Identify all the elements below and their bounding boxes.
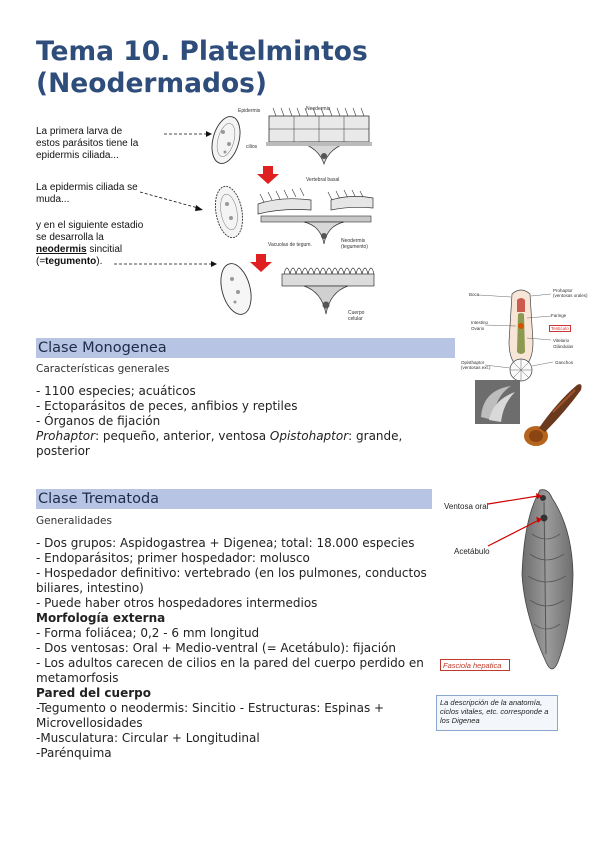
label-glandulas: Glándulas bbox=[553, 344, 574, 349]
list-item: - Órganos de fijación bbox=[36, 414, 161, 428]
monogenea-subheading: Características generales bbox=[36, 363, 170, 375]
list-item: - Hospedador definitivo: vertebrado (en … bbox=[36, 566, 427, 595]
morfologia-heading: Morfología externa bbox=[36, 611, 166, 625]
page-title: Tema 10. Platelmintos (Neodermados) bbox=[36, 36, 368, 99]
trematoda-subheading: Generalidades bbox=[36, 515, 112, 527]
label-cilios: cilios bbox=[246, 144, 258, 150]
epidermis-block-1 bbox=[266, 107, 372, 166]
larva-1 bbox=[211, 116, 241, 164]
larva-neodermis-figure: La primera larva de estos parásitos tien… bbox=[36, 104, 386, 329]
label-ventosa-oral: Ventosa oral bbox=[444, 502, 489, 511]
red-arrow-1 bbox=[257, 166, 279, 184]
larva-note-1: La primera larva de estos parásitos tien… bbox=[36, 126, 139, 161]
monogenea-body: - 1100 especies; acuáticos - Ectoparásit… bbox=[36, 384, 436, 459]
list-item: - Dos ventosas: Oral + Medio-ventral (= … bbox=[36, 641, 397, 655]
haptor-description: Prohaptor: pequeño, anterior, ventosa Op… bbox=[36, 429, 403, 458]
label-epidermis: Epidermis bbox=[238, 108, 261, 114]
epidermis-block-2 bbox=[257, 187, 374, 245]
label-testiculo: Testículo bbox=[549, 325, 571, 332]
neodermis-block bbox=[281, 267, 375, 315]
label-opisthaptor-sub: (ventosas ext.) bbox=[461, 365, 491, 370]
neodermis-term: neodermis bbox=[36, 244, 87, 255]
label-ganchos: Ganchos bbox=[555, 360, 574, 365]
larva-note-3: y en el siguiente estadio se desarrolla … bbox=[36, 220, 144, 267]
list-item: - Ectoparásitos de peces, anfibios y rep… bbox=[36, 399, 298, 413]
larva-3 bbox=[220, 263, 252, 315]
list-item: -Musculatura: Circular + Longitudinal bbox=[36, 731, 260, 745]
label-neodermis: Neodermis bbox=[306, 106, 331, 112]
label-vertebral: Vertebral basal bbox=[306, 177, 340, 183]
monogenea-graphic bbox=[475, 289, 582, 446]
list-item: - Los adultos carecen de cilios en la pa… bbox=[36, 656, 424, 685]
larva-2 bbox=[214, 185, 244, 239]
digenea-note: La descripción de la anatomía, ciclos vi… bbox=[436, 695, 558, 731]
label-opisthaptor: Opisthaptor bbox=[461, 360, 485, 365]
list-item: - Forma foliácea; 0,2 - 6 mm longitud bbox=[36, 626, 260, 640]
label-vacuolas: Vacuolas de tegum. bbox=[268, 242, 312, 248]
larva-note-2: La epidermis ciliada se muda... bbox=[36, 182, 138, 205]
trematoda-body: - Dos grupos: Aspidogastrea + Digenea; t… bbox=[36, 536, 432, 761]
label-prohaptor: Prohaptor bbox=[553, 288, 573, 293]
list-item: -Parénquima bbox=[36, 746, 112, 760]
label-faringe: Faringe bbox=[551, 313, 567, 318]
label-vitelario: Vitelario bbox=[553, 338, 570, 343]
fasciola-figure: Ventosa oral Acetábulo Fasciola hepatica bbox=[440, 484, 599, 684]
species-label: Fasciola hepatica bbox=[440, 659, 510, 671]
section-header-monogenea: Clase Monogenea bbox=[36, 338, 455, 358]
fasciola-graphic bbox=[487, 489, 574, 670]
list-item: - Endoparásitos; primer hospedador: molu… bbox=[36, 551, 310, 565]
monogenea-figure: Boca Prohaptor (ventosas orales) Faringe… bbox=[461, 282, 594, 454]
label-acetabulo: Acetábulo bbox=[454, 547, 490, 556]
section-header-trematoda: Clase Trematoda bbox=[36, 489, 432, 509]
pared-heading: Pared del cuerpo bbox=[36, 686, 151, 700]
label-ovario: Ovario bbox=[471, 326, 485, 331]
red-arrow-2 bbox=[250, 254, 272, 272]
label-intestino: Intestino bbox=[471, 320, 489, 325]
prohaptor-term: Prohaptor bbox=[36, 429, 96, 443]
list-item: -Tegumento o neodermis: Sincitio - Estru… bbox=[36, 701, 385, 730]
label-neodermis-tegumento: Neodermis (tegumento) bbox=[341, 238, 368, 250]
label-boca: Boca bbox=[469, 292, 480, 297]
list-item: - Dos grupos: Aspidogastrea + Digenea; t… bbox=[36, 536, 415, 550]
label-prohaptor-sub: (ventosas orales) bbox=[553, 293, 588, 298]
list-item: - 1100 especies; acuáticos bbox=[36, 384, 196, 398]
label-cuerpo-celular: Cuerpo celular bbox=[348, 310, 365, 322]
larva-diagram-graphic bbox=[114, 107, 375, 315]
tegumento-term: tegumento bbox=[45, 256, 97, 267]
opisthaptor-term: Opistohaptor bbox=[269, 429, 349, 443]
list-item: - Puede haber otros hospedadores interme… bbox=[36, 596, 318, 610]
